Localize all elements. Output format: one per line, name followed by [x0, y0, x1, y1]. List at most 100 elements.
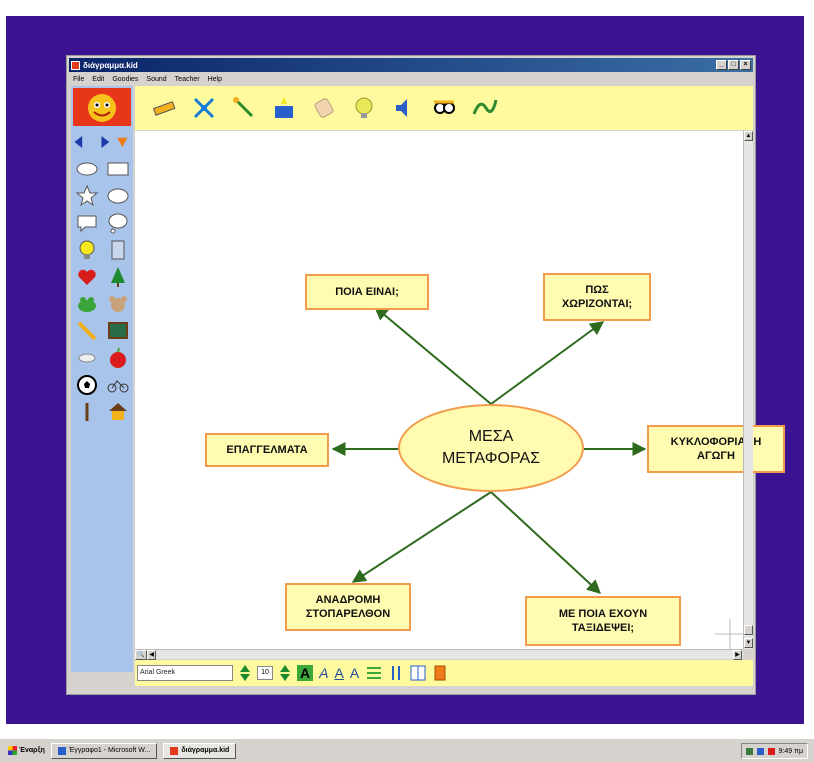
main-toolbar [135, 86, 753, 130]
clock: 9:49 πμ [778, 747, 803, 755]
tree-icon[interactable] [106, 265, 130, 289]
jump-tool[interactable] [469, 93, 499, 123]
bold-button[interactable]: A [297, 665, 314, 681]
stamp-palette [71, 86, 133, 672]
horizontal-scrollbar[interactable]: 🔍 ◀ ▶ [135, 649, 743, 660]
teacher-tool[interactable] [429, 93, 459, 123]
vertical-scrollbar[interactable]: ▲ ▼ [743, 131, 753, 649]
pencil-tool[interactable] [149, 93, 179, 123]
sound-tool[interactable] [389, 93, 419, 123]
magic-wand-icon [233, 97, 254, 118]
house-icon[interactable] [106, 400, 130, 424]
start-button[interactable]: Έναρξη [8, 746, 45, 755]
font-stepper-icon[interactable] [239, 664, 251, 682]
bicycle-icon[interactable] [106, 373, 130, 397]
menu-goodies[interactable]: Goodies [112, 75, 139, 83]
app-icon [71, 60, 80, 70]
fill-color-icon[interactable] [433, 664, 447, 682]
menu-help[interactable]: Help [207, 75, 222, 83]
next-arrow-icon[interactable] [92, 130, 113, 154]
line-style-icon[interactable] [365, 664, 383, 682]
windows-flag-icon [8, 746, 17, 755]
layout-icon[interactable] [409, 664, 427, 682]
zoom-icon[interactable]: 🔍 [135, 650, 147, 660]
scroll-left-icon[interactable]: ◀ [147, 650, 156, 660]
chalkboard-icon[interactable] [106, 319, 130, 343]
link-anadromi[interactable] [351, 491, 492, 583]
underline-button[interactable]: A [334, 665, 344, 681]
menu-sound[interactable]: Sound [146, 75, 167, 83]
node-kykloforiaki-line1: ΚΥΚΛΟΦΟΡΙΑΚΗ [670, 436, 762, 448]
speech-bubble-icon[interactable] [75, 211, 99, 235]
font-selector[interactable]: Arial Greek [137, 665, 233, 681]
window-title: διάγραμμα.kid [83, 60, 138, 70]
link-tool[interactable] [229, 93, 259, 123]
goodies-box-icon [275, 97, 293, 118]
node-pos-line2: ΧΩΡΙΖΟΝΤΑΙ; [561, 298, 633, 310]
node-poia-einai[interactable]: ΠΟΙΑ ΕΙΝΑΙ; [305, 274, 429, 310]
cloud-shape-icon[interactable] [106, 184, 130, 208]
text-color-button[interactable]: A [349, 665, 360, 681]
center-node[interactable]: ΜΕΣΑ ΜΕΤΑΦΟΡΑΣ [398, 404, 584, 492]
node-pos-line1: ΠΩΣ [585, 284, 609, 296]
italic-button[interactable]: A [319, 665, 329, 681]
node-epaggelmata-label: ΕΠΑΓΓΕΛΜΑΤΑ [226, 444, 308, 456]
apple-icon[interactable] [106, 346, 130, 370]
node-epaggelmata[interactable]: ΕΠΑΓΓΕΛΜΑΤΑ [205, 433, 329, 467]
size-stepper-icon[interactable] [279, 664, 291, 682]
menu-bar: File Edit Goodies Sound Teacher Help [69, 73, 753, 85]
title-bar[interactable]: διάγραμμα.kid _ □ × [69, 58, 753, 72]
node-kykloforiaki-agogi[interactable]: ΚΥΚΛΟΦΟΡΙΑΚΗ ΑΓΩΓΗ [647, 425, 785, 473]
thought-bubble-icon[interactable] [106, 211, 130, 235]
tray-volume-icon[interactable] [756, 747, 764, 755]
node-taxidepsei[interactable]: ΜΕ ΠΟΙΑ ΕΧΟΥΝ ΤΑΞΙΔΕΨΕΙ; [525, 596, 681, 646]
windows-taskbar: Έναρξη Έγγραφο1 - Microsoft W... διάγραμ… [0, 738, 814, 762]
notepad-icon[interactable] [106, 238, 130, 262]
maximize-button[interactable]: □ [728, 60, 739, 70]
heart-icon[interactable] [75, 265, 99, 289]
idea-tool[interactable] [349, 93, 379, 123]
chalk-icon[interactable] [75, 346, 99, 370]
link-pos[interactable] [490, 321, 605, 405]
crosshair-cursor-icon [715, 619, 745, 649]
close-button[interactable]: × [740, 60, 751, 70]
menu-teacher[interactable]: Teacher [174, 75, 200, 83]
node-pos-xorizontai[interactable]: ΠΩΣ ΧΩΡΙΖΟΝΤΑΙ; [543, 273, 651, 321]
taskbar-kidspiration-label: διάγραμμα.kid [181, 747, 230, 754]
taskbar-kidspiration-button[interactable]: διάγραμμα.kid [163, 742, 237, 759]
diagram-canvas[interactable]: ΜΕΣΑ ΜΕΤΑΦΟΡΑΣ ΠΟΙΑ ΕΙΝΑΙ; ΠΩΣ ΧΩΡΙΖΟΝΤΑ… [135, 131, 785, 649]
dropdown-arrow-icon[interactable] [112, 130, 133, 154]
star-shape-icon[interactable] [75, 184, 99, 208]
scroll-thumb[interactable] [744, 625, 753, 635]
pencil-stamp-icon[interactable] [75, 319, 99, 343]
scroll-down-icon[interactable]: ▼ [744, 638, 753, 648]
menu-edit[interactable]: Edit [92, 75, 105, 83]
column-icon[interactable] [389, 664, 403, 682]
tray-network-icon[interactable] [745, 747, 753, 755]
system-tray: 9:49 πμ [740, 743, 808, 759]
scroll-up-icon[interactable]: ▲ [744, 131, 753, 141]
eraser-icon [314, 98, 334, 118]
prev-arrow-icon[interactable] [71, 130, 92, 154]
taskbar-word-button[interactable]: Έγγραφο1 - Microsoft W... [50, 742, 158, 759]
tray-antivirus-icon[interactable] [767, 747, 775, 755]
frog-icon[interactable] [75, 292, 99, 316]
menu-file[interactable]: File [73, 75, 85, 83]
goodies-tool[interactable] [269, 93, 299, 123]
minimize-button[interactable]: _ [716, 60, 727, 70]
bear-icon[interactable] [106, 292, 130, 316]
diagram-view-tool[interactable] [189, 93, 219, 123]
node-taxidepsei-line1: ΜΕ ΠΟΙΑ ΕΧΟΥΝ [558, 608, 648, 620]
eraser-tool[interactable] [309, 93, 339, 123]
node-anadromi[interactable]: ΑΝΑΔΡΟΜΗ ΣΤΟΠΑΡΕΛΘΟΝ [285, 583, 411, 631]
pencil-icon [152, 101, 176, 116]
paintbrush-icon[interactable] [75, 400, 99, 424]
link-poia[interactable] [373, 306, 492, 405]
soccer-ball-icon[interactable] [75, 373, 99, 397]
font-size-field[interactable]: 10 [257, 666, 273, 680]
lightbulb-icon[interactable] [75, 238, 99, 262]
link-taxidepsei[interactable] [490, 491, 602, 594]
scroll-right-icon[interactable]: ▶ [733, 650, 742, 660]
rectangle-shape-icon[interactable] [106, 157, 130, 181]
oval-shape-icon[interactable] [75, 157, 99, 181]
